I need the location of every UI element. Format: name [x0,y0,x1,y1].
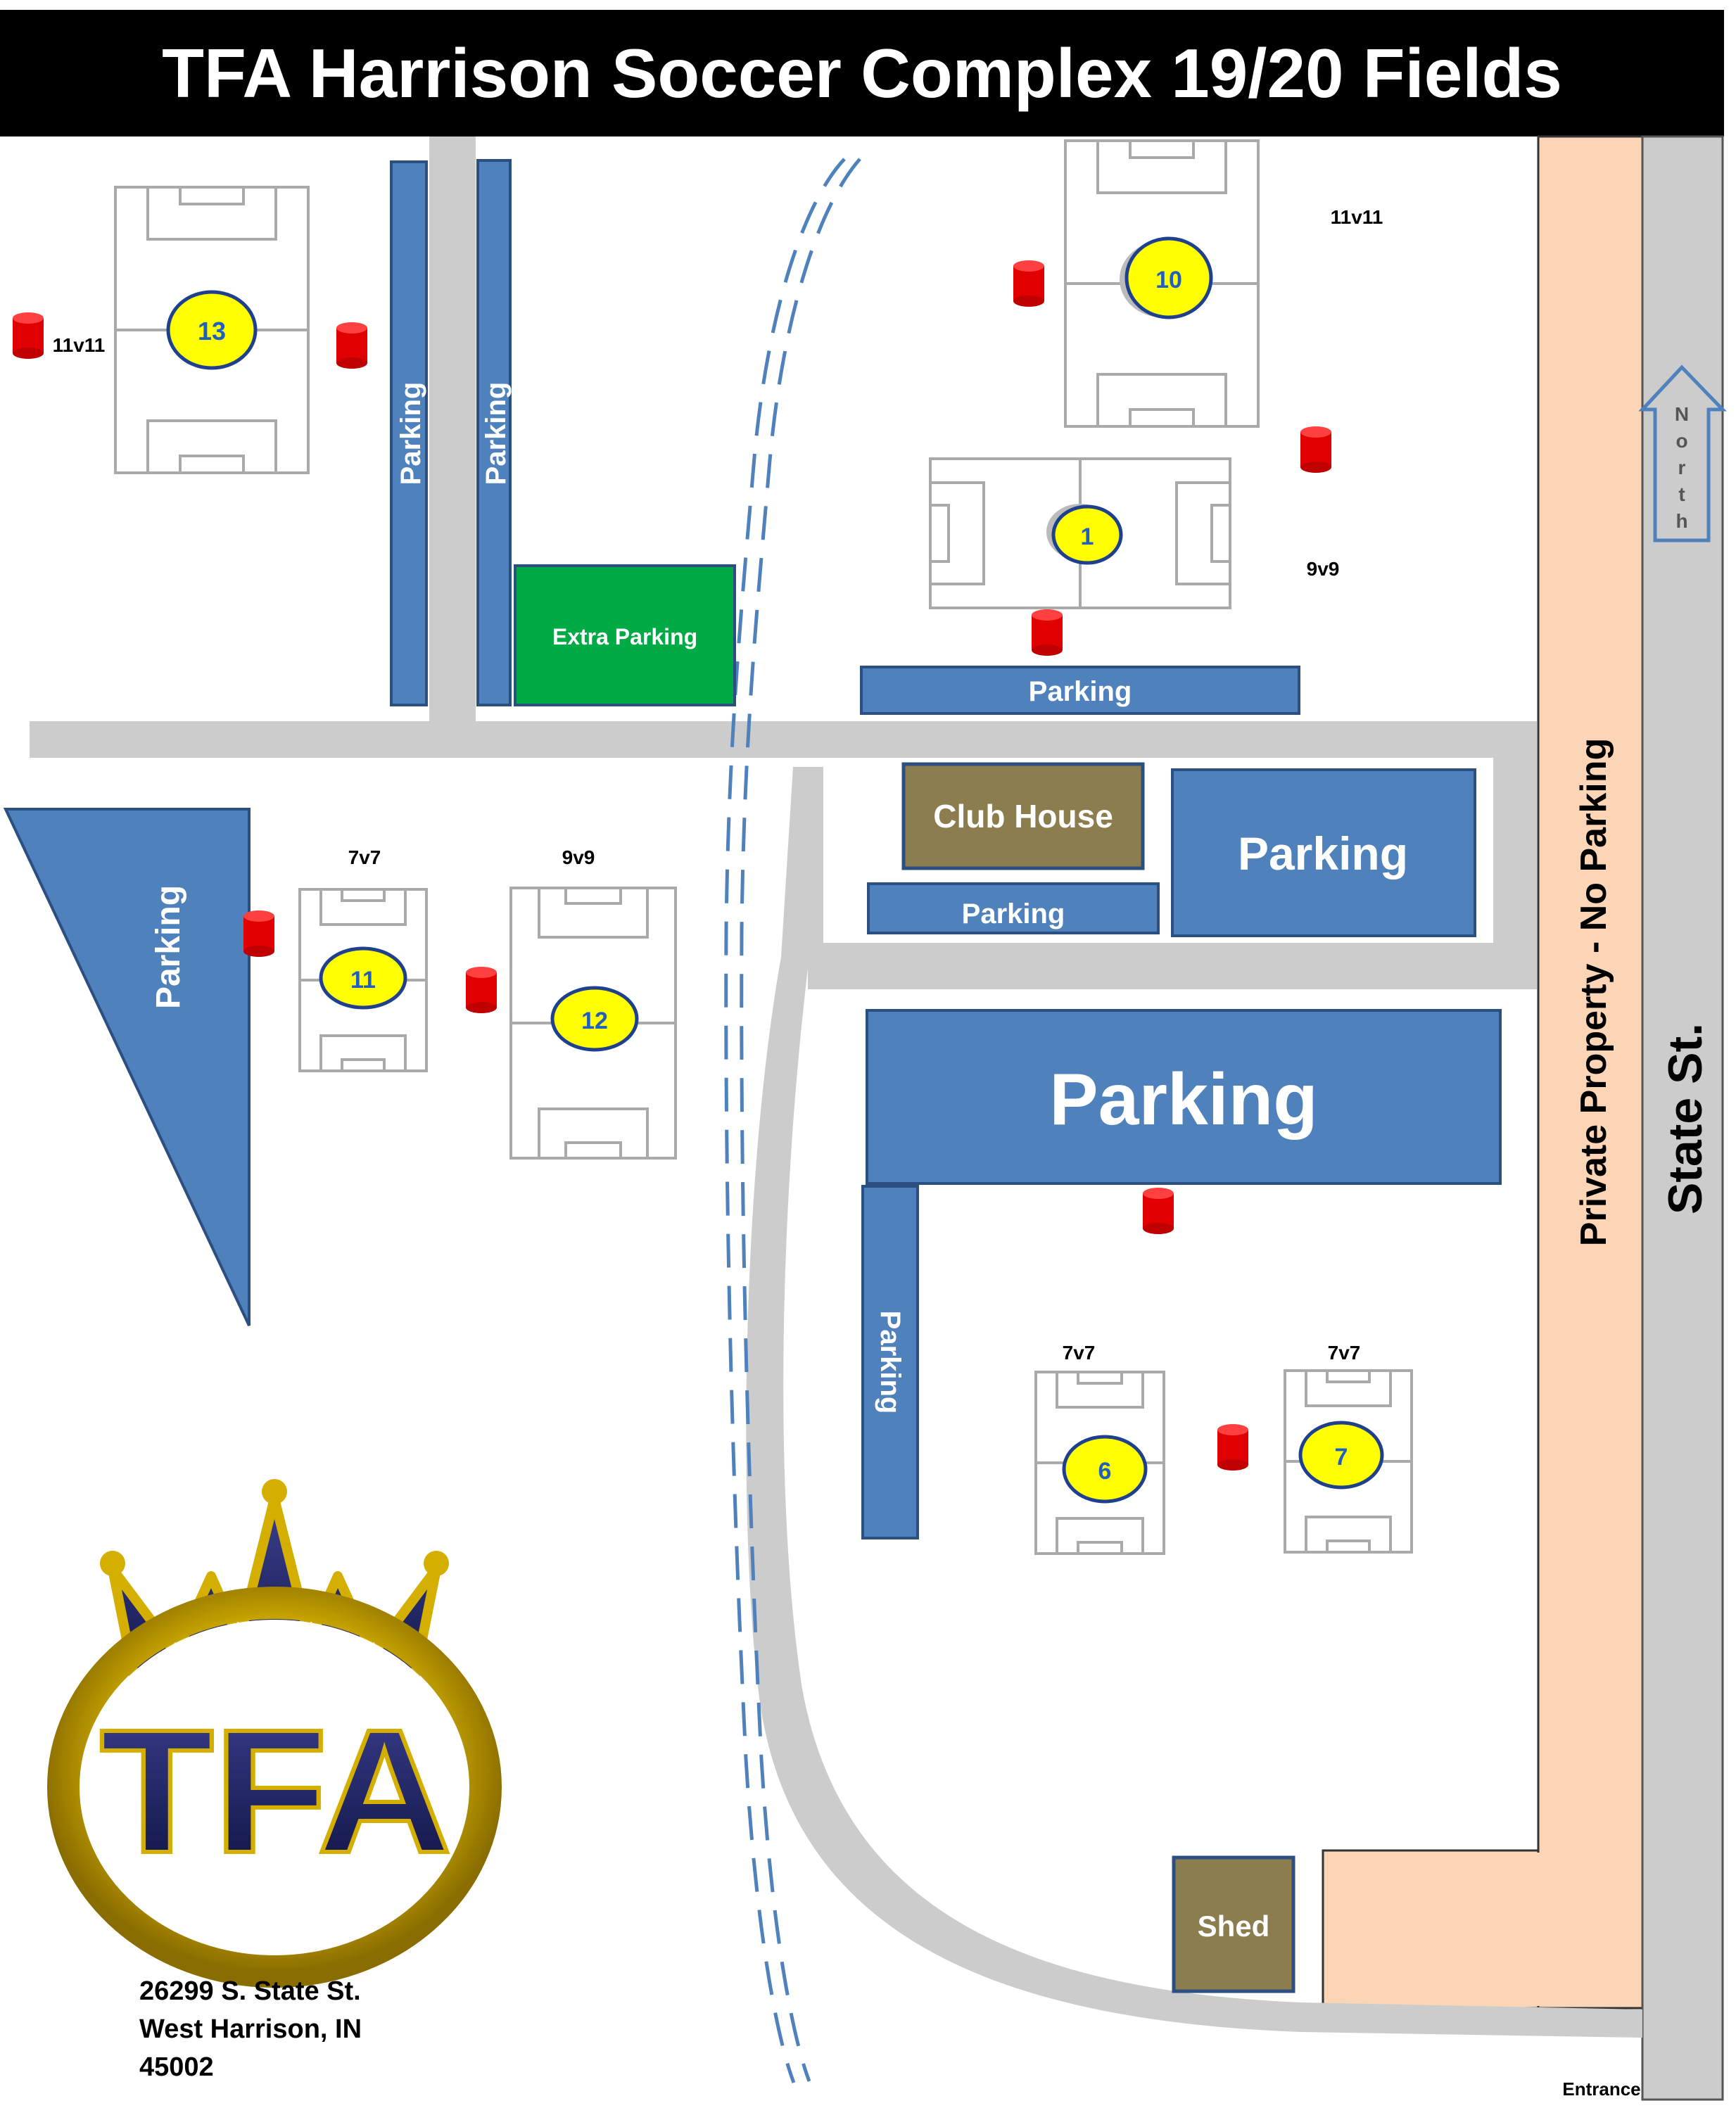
logo-ring [47,1587,502,1988]
parking-lot [3,808,251,1326]
shed [1172,1855,1295,1993]
field-format-label: 7v7 [1063,1342,1096,1364]
compass-letter: o [1675,430,1687,452]
parking-lot [860,666,1300,715]
entrance-label: Entrance [1562,2078,1640,2100]
parking-lot [1171,768,1476,937]
red-marker-icon [13,312,44,359]
parking-label: Parking [1238,827,1408,880]
compass-letter: r [1678,457,1686,478]
field-marker-11: 11 [319,946,407,1010]
field-format-label: 9v9 [1307,558,1340,580]
field-format-label: 7v7 [348,846,381,868]
private-property-label: Private Property - No Parking [1573,738,1614,1246]
east-connector-road [1493,721,1537,967]
parking-lot [476,159,512,706]
red-marker-icon [1217,1424,1248,1471]
parking-label: Parking [1029,676,1132,707]
logo-text: TFA [100,1693,452,1889]
field-format-label: 7v7 [1328,1342,1361,1364]
field-number: 7 [1335,1444,1348,1471]
field-format-label: 11v11 [53,334,106,356]
parking-lots [3,159,1502,1539]
address-line-1: 26299 S. State St. [139,1976,361,2006]
address-line-2: West Harrison, IN [139,2014,362,2044]
red-marker-icon [1032,609,1063,656]
map-title: TFA Harrison Soccer Complex 19/20 Fields [0,10,1724,136]
parking-label: Parking [1049,1059,1317,1141]
tfa-logo: TFA [47,1479,502,1988]
parking-lot [390,160,428,706]
field-number: 6 [1098,1458,1112,1485]
state-street-label: State St. [1659,1023,1712,1214]
north-access-road [429,136,476,728]
address-line-3: 45002 [139,2052,214,2082]
club-house-label: Club House [933,798,1113,834]
field-marker-12: 12 [550,986,639,1052]
parking-label: Parking [481,382,512,485]
field-marker-6: 6 [1062,1435,1148,1504]
main-road [30,721,1507,758]
field-marker-13: 13 [166,290,258,370]
red-marker-icon [1143,1188,1174,1234]
middle-road [808,943,1537,989]
creek [724,158,861,2083]
red-marker-icon [466,967,497,1013]
field-marker-7: 7 [1298,1421,1384,1490]
extra-parking-lot [514,564,736,706]
extra-parking-label: Extra Parking [552,624,697,649]
field-format-label: 9v9 [562,846,595,868]
north-arrow: N o r t h [1638,364,1727,542]
field-number: 13 [198,317,226,345]
internal-roads [30,136,1642,2038]
field-10 [1064,139,1260,428]
field-number: 12 [581,1008,608,1034]
red-markers [13,260,1331,1471]
field-13 [114,186,310,474]
parking-lot [861,1185,919,1539]
field-number: 11 [350,967,376,993]
field-number: 1 [1081,523,1094,550]
compass-letter: h [1675,510,1687,532]
north-arrow-icon [1638,364,1727,542]
red-marker-icon [336,322,367,369]
club-house [901,762,1145,870]
field-markers: 13 10 1 11 12 6 7 [166,236,1384,1504]
red-marker-icon [1300,426,1331,473]
red-marker-icon [243,910,274,957]
parking-label: Parking [395,382,426,485]
field-marker-10: 10 [1120,236,1213,319]
parking-label: Parking [962,899,1065,929]
parking-lot [867,882,1160,934]
private-property: Private Property - No Parking [1322,135,1644,2009]
parking-label: Parking [875,1311,906,1414]
field-12 [509,887,677,1160]
field-marker-1: 1 [1046,504,1123,565]
compass-letter: t [1678,483,1685,505]
shed-label: Shed [1198,1910,1270,1943]
compass-letter: N [1675,403,1689,425]
field-number: 10 [1155,267,1182,293]
parking-lot [866,1009,1502,1185]
buildings: Club House Shed [901,762,1295,1993]
field-format-label: 11v11 [1331,206,1383,228]
red-marker-icon [1013,260,1044,307]
parking-label: Parking [150,885,187,1009]
